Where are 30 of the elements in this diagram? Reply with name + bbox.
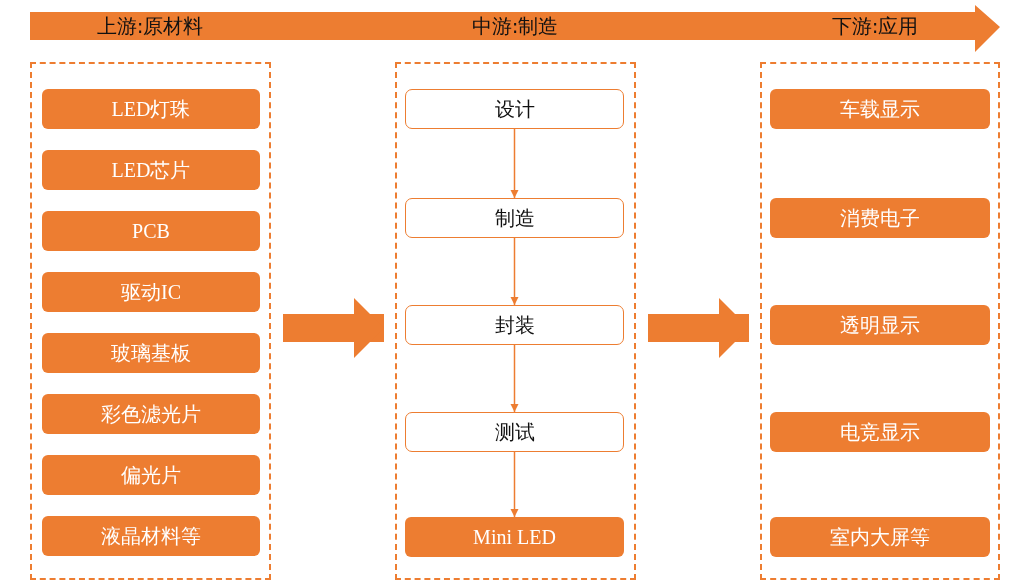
item-box: LED芯片: [42, 150, 260, 190]
item-box: LED灯珠: [42, 89, 260, 129]
process-box: 设计: [405, 89, 624, 129]
process-box: 封装: [405, 305, 624, 345]
process-box: 制造: [405, 198, 624, 238]
item-box: 消费电子: [770, 198, 990, 238]
stage-label: 下游:应用: [831, 12, 919, 40]
item-box: 驱动IC: [42, 272, 260, 312]
arrow: [510, 237, 519, 306]
item-box: Mini LED: [405, 517, 624, 557]
arrow: [510, 451, 519, 518]
block-arrow: [283, 298, 384, 358]
dashed-group-box: [395, 62, 636, 580]
item-box: 液晶材料等: [42, 516, 260, 556]
dashed-group-box: [760, 62, 1000, 580]
arrow: [510, 128, 519, 199]
arrow: [510, 344, 519, 413]
process-box: 测试: [405, 412, 624, 452]
item-box: 偏光片: [42, 455, 260, 495]
item-box: 玻璃基板: [42, 333, 260, 373]
stage-label: 上游:原材料: [96, 12, 204, 40]
item-box: 彩色滤光片: [42, 394, 260, 434]
stage-label: 中游:制造: [471, 12, 559, 40]
dashed-group-box: [30, 62, 271, 580]
item-box: 室内大屏等: [770, 517, 990, 557]
item-box: 电竞显示: [770, 412, 990, 452]
block-arrow: [648, 298, 749, 358]
item-box: 透明显示: [770, 305, 990, 345]
item-box: PCB: [42, 211, 260, 251]
item-box: 车载显示: [770, 89, 990, 129]
